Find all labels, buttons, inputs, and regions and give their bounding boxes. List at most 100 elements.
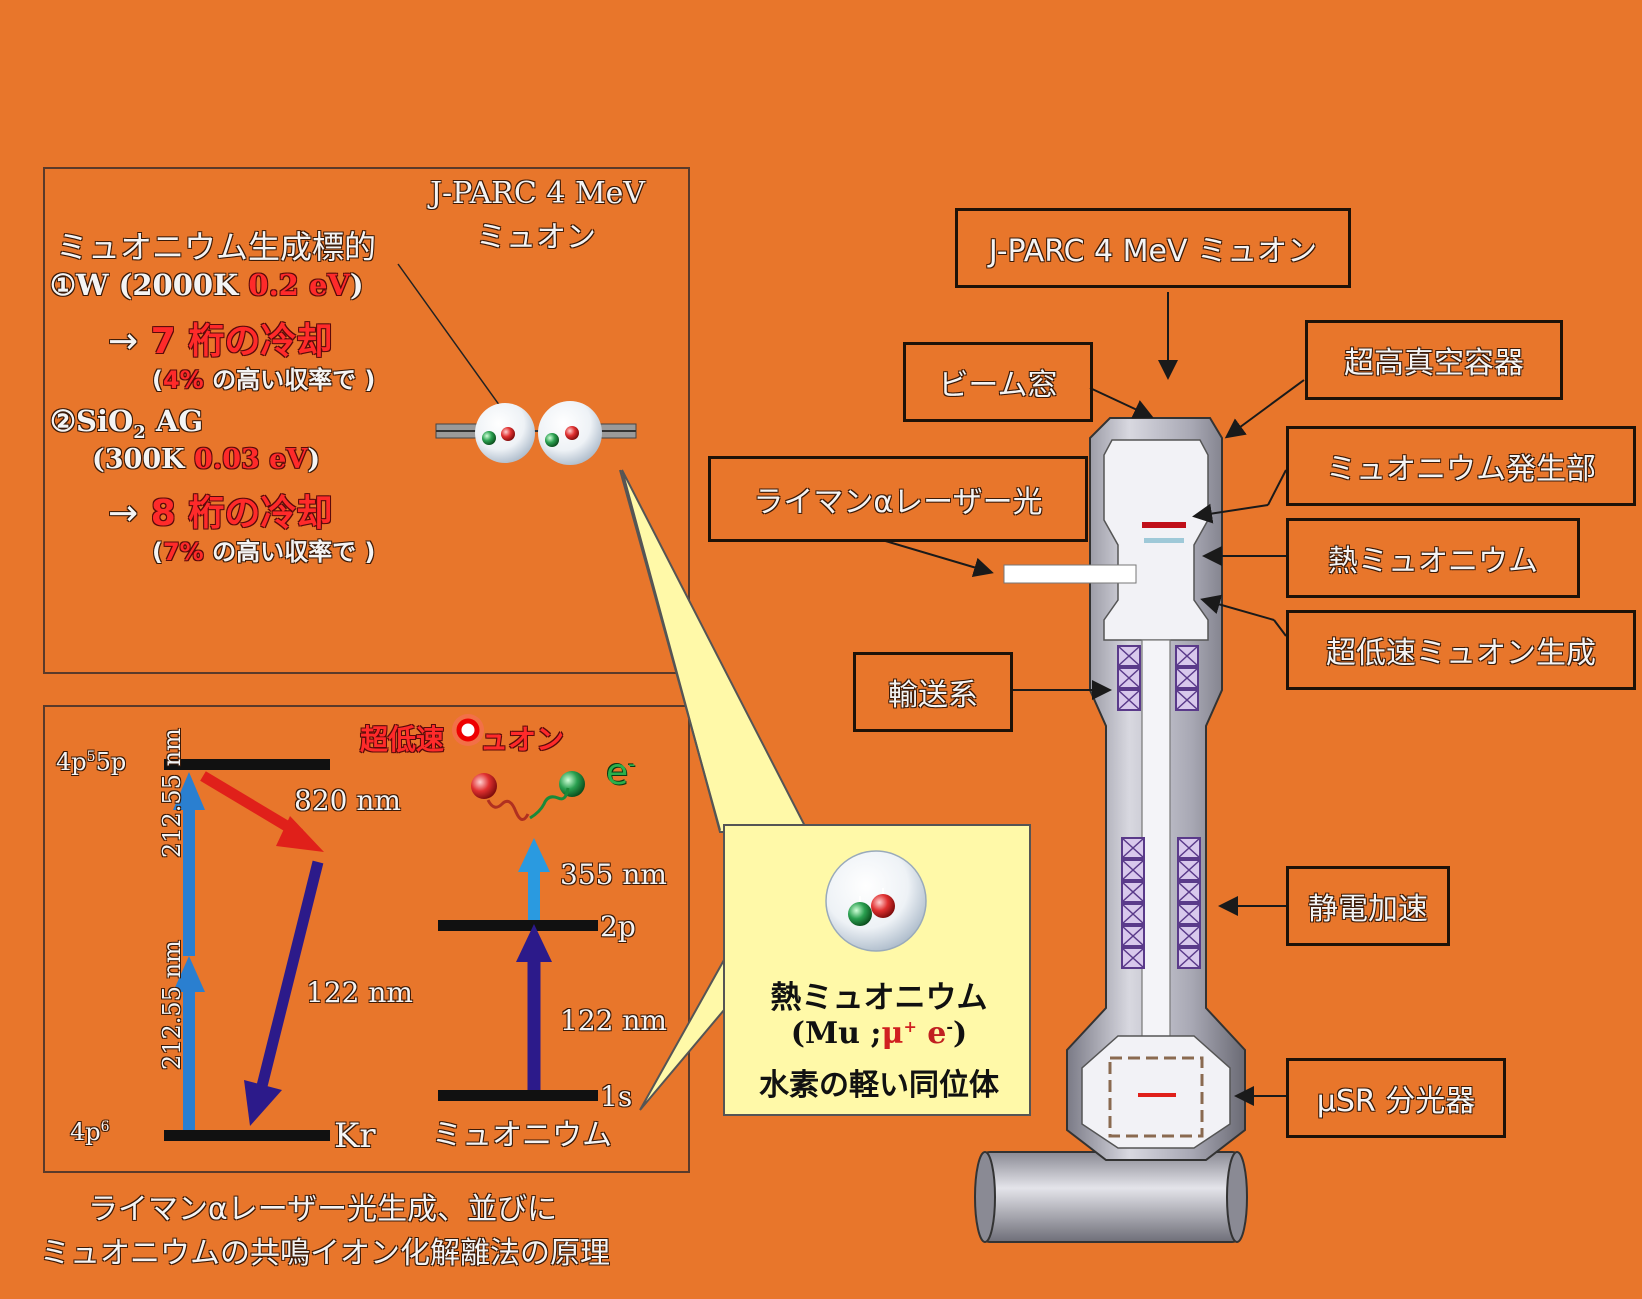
callout-muon-symbol: μ bbox=[881, 1016, 904, 1051]
caption-line1: ライマンαレーザー光生成、並びに bbox=[88, 1192, 558, 1227]
item1-cooling: 桁の冷却 bbox=[188, 321, 333, 362]
lbl-2p: 2p bbox=[600, 910, 636, 943]
item1-suffix: ) bbox=[349, 268, 364, 302]
electron-symbol: e bbox=[606, 752, 629, 793]
callout-close: ) bbox=[953, 1016, 968, 1051]
item1-arrow: → bbox=[108, 321, 139, 362]
item2-sub: 2 bbox=[133, 421, 146, 443]
item2-arrow: → bbox=[108, 493, 139, 534]
item2-digits: 8 bbox=[150, 493, 176, 534]
item1-yield-open: ( bbox=[152, 366, 163, 394]
item2-cooling-line: → 8 桁の冷却 bbox=[108, 484, 332, 536]
musr-cylinder bbox=[979, 1151, 1243, 1243]
callout-line2: (Mu ;μ+ e-) bbox=[744, 1016, 1014, 1051]
label-accel-text: 静電加速 bbox=[1308, 892, 1428, 927]
kr-lower-level bbox=[164, 1130, 330, 1141]
item1-digits: 7 bbox=[150, 321, 176, 362]
callout-muon-plus: + bbox=[903, 1017, 917, 1036]
label-thermal-mu: 熱ミュオニウム bbox=[1286, 518, 1580, 598]
item2-line: ②SiO2 AG bbox=[50, 404, 203, 443]
ulm-label: 超低速 ュオン bbox=[360, 718, 564, 758]
mu-2p-level bbox=[438, 920, 598, 931]
item2-yield-rest: の高い収率で ) bbox=[203, 538, 376, 566]
label-musr: μSR 分光器 bbox=[1286, 1058, 1506, 1138]
item1-yield-line: (4% の高い収率で ) bbox=[152, 360, 375, 395]
lbl-122nm-mu: 122 nm bbox=[560, 1004, 667, 1037]
label-transport-text: 輸送系 bbox=[888, 678, 978, 713]
label-beam-window: ビーム窓 bbox=[903, 342, 1093, 422]
caption-line2: ミュオニウムの共鳴イオン化解離法の原理 bbox=[40, 1236, 610, 1271]
kr-label: Kr bbox=[334, 1116, 376, 1156]
item2-temp-line: (300K 0.03 eV) bbox=[92, 444, 320, 475]
label-musr-text: μSR 分光器 bbox=[1316, 1084, 1476, 1119]
lbl-1s: 1s bbox=[600, 1080, 633, 1113]
item1-energy: 0.2 eV bbox=[248, 268, 350, 302]
item2-temp: (300K bbox=[92, 444, 195, 475]
label-accel: 静電加速 bbox=[1286, 866, 1450, 946]
lbl-212nm-lower: 212.55 nm bbox=[158, 940, 186, 1070]
callout-muon-red bbox=[871, 894, 895, 918]
label-beam-window-text: ビーム窓 bbox=[938, 368, 1058, 403]
label-thermal-mu-text: 熱ミュオニウム bbox=[1328, 544, 1538, 579]
kr-upper-sup: 5 bbox=[86, 749, 96, 765]
kr-lower-base: 4p bbox=[70, 1118, 101, 1146]
ionization-particles bbox=[452, 714, 585, 821]
label-ulm-generation: 超低速ミュオン生成 bbox=[1286, 610, 1636, 690]
item2-suffix: AG bbox=[145, 404, 204, 438]
item1-cooling-line: → 7 桁の冷却 bbox=[108, 312, 332, 364]
mu-1s-level bbox=[438, 1090, 598, 1101]
lbl-820nm: 820 nm bbox=[294, 784, 401, 817]
item2-close: ) bbox=[307, 444, 321, 475]
callout-electron-minus: - bbox=[946, 1017, 954, 1036]
item2-yield-line: (7% の高い収率で ) bbox=[152, 532, 375, 567]
label-pointer-arrows bbox=[881, 292, 1305, 1106]
kr-lower-sup: 6 bbox=[100, 1119, 110, 1135]
lbl-122nm-kr: 122 nm bbox=[306, 976, 413, 1009]
item2-energy: 0.03 eV bbox=[194, 444, 308, 475]
callout-line3: 水素の軽い同位体 bbox=[759, 1068, 999, 1103]
ulm-label-b: ュオン bbox=[480, 723, 565, 756]
label-transport: 輸送系 bbox=[853, 652, 1013, 732]
lbl-355nm: 355 nm bbox=[560, 858, 667, 891]
source-label-line2: ミュオン bbox=[476, 220, 596, 255]
callout-electron-symbol: e bbox=[916, 1016, 947, 1051]
kr-two-photon-arrows bbox=[173, 772, 205, 1130]
label-source: J-PARC 4 MeV ミュオン bbox=[955, 208, 1351, 288]
kr-upper-label: 4p55p bbox=[56, 748, 126, 776]
item1-yield-pct: 4% bbox=[162, 366, 204, 394]
mu-label: ミュオニウム bbox=[432, 1118, 612, 1153]
target-heading: ミュオニウム生成標的 bbox=[56, 228, 377, 266]
item2-yield-open: ( bbox=[152, 538, 163, 566]
label-vessel-text: 超高真空容器 bbox=[1344, 346, 1524, 381]
target-muonium-spheres bbox=[435, 401, 637, 465]
item2-yield-pct: 7% bbox=[162, 538, 204, 566]
label-laser-text: ライマンαレーザー光 bbox=[753, 485, 1043, 520]
label-laser: ライマンαレーザー光 bbox=[708, 456, 1088, 542]
label-vessel: 超高真空容器 bbox=[1305, 320, 1563, 400]
laser-port bbox=[1003, 564, 1137, 584]
kr-122nm-arrow bbox=[244, 860, 324, 1126]
kr-820nm-arrow bbox=[200, 771, 324, 852]
mu-generator-bar bbox=[1142, 522, 1186, 528]
label-generator-text: ミュオニウム発生部 bbox=[1326, 452, 1596, 487]
label-source-text: J-PARC 4 MeV ミュオン bbox=[988, 234, 1318, 269]
callout-mu: (Mu ; bbox=[790, 1016, 882, 1051]
mu-122nm-arrow bbox=[516, 924, 552, 1090]
kr-upper-base: 4p bbox=[56, 748, 87, 776]
ulm-label-a: 超低速 bbox=[360, 723, 445, 756]
mu-355nm-arrow bbox=[518, 838, 550, 920]
label-generator: ミュオニウム発生部 bbox=[1286, 426, 1636, 506]
target-panel-border bbox=[43, 167, 690, 674]
electron-label: e- bbox=[606, 752, 635, 793]
item1-line: ①W (2000K 0.2 eV) bbox=[50, 268, 364, 302]
kr-upper-level bbox=[164, 759, 330, 770]
source-pointer-line bbox=[397, 263, 511, 421]
callout-line1: 熱ミュオニウム bbox=[770, 980, 988, 1016]
kr-lower-label: 4p6 bbox=[70, 1118, 110, 1146]
source-label-line1: J-PARC 4 MeV bbox=[430, 176, 646, 211]
lbl-212nm-upper: 212.55 nm bbox=[158, 728, 186, 858]
label-ulm-generation-text: 超低速ミュオン生成 bbox=[1326, 636, 1596, 671]
level-panel-border bbox=[43, 705, 690, 1173]
kr-upper-end: 5p bbox=[95, 748, 127, 776]
